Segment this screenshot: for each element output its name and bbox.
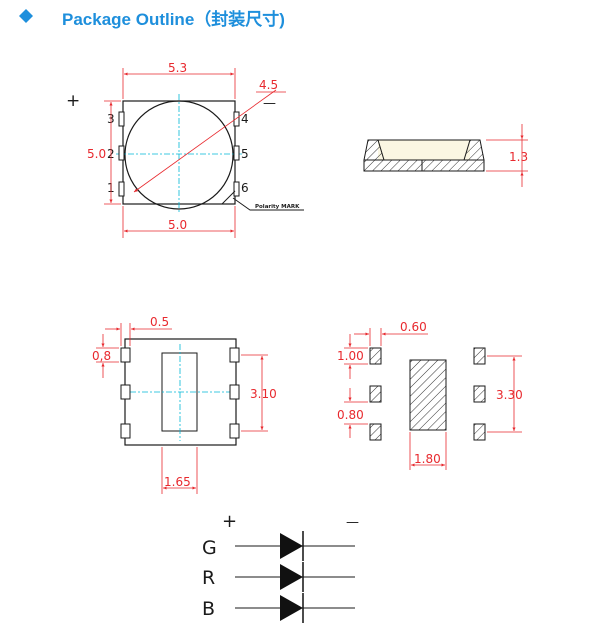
diode-blue: B — [202, 593, 355, 623]
diamond-bullet-icon — [19, 9, 33, 23]
dim-center-width-label: 1.65 — [164, 475, 191, 489]
diode-green: G — [202, 531, 355, 561]
channel-label-g: G — [202, 537, 217, 559]
dim-width-bottom-label: 5.0 — [168, 218, 187, 232]
dim-pad-height-label: 0,8 — [92, 349, 111, 363]
pin-number-4: 4 — [241, 112, 249, 126]
top-view: Polarity MARK 3 2 1 4 5 6 + — 5.3 4.5 5.… — [66, 61, 304, 238]
bottom-pad-1 — [120, 347, 131, 363]
bottom-pad-3 — [120, 423, 131, 439]
pin-tab-1 — [118, 181, 125, 197]
dim-diameter-label: 4.5 — [259, 78, 278, 92]
dim-pad-width-label: 0.5 — [150, 315, 169, 329]
dim-height-left-label: 5.0 — [87, 147, 106, 161]
diode-triangle — [280, 595, 303, 621]
channel-label-r: R — [202, 567, 215, 589]
schematic-minus-sign: — — [346, 515, 359, 530]
dim-fp-gap-label: 0.80 — [337, 408, 364, 422]
schematic-plus-sign: + — [222, 511, 237, 532]
footprint-pad-5 — [473, 385, 486, 403]
side-base — [363, 159, 485, 172]
footprint-pad-3 — [369, 423, 382, 441]
footprint-pad-2 — [369, 385, 382, 403]
footprint-view: 0.60 1.00 0.80 3.30 1.80 — [337, 320, 523, 470]
dim-pitch-label: 3.10 — [250, 387, 277, 401]
bottom-pad-2 — [120, 384, 131, 400]
anode-plus-sign: + — [66, 91, 80, 111]
footprint-pad-1 — [369, 347, 382, 365]
dim-fp-center-width-label: 1.80 — [414, 452, 441, 466]
polarity-leader — [232, 197, 304, 211]
channel-label-b: B — [202, 598, 215, 620]
pin-tab-3 — [118, 111, 125, 127]
package-body — [122, 100, 236, 205]
pin-tab-5 — [233, 145, 240, 161]
diode-triangle — [280, 564, 303, 590]
pin-tab-4 — [233, 111, 240, 127]
bottom-view: 0.5 0,8 3.10 1.65 — [92, 315, 277, 494]
side-view: 1.3 — [363, 124, 528, 187]
footprint-pad-4 — [473, 347, 486, 365]
footprint-center-pad — [409, 359, 447, 431]
schematic: + — G R B — [202, 511, 359, 623]
dim-diameter — [133, 89, 277, 193]
lens-circle — [124, 100, 234, 210]
bottom-pad-6 — [229, 423, 240, 439]
polarity-chamfer — [221, 190, 236, 205]
dim-side-height-label: 1.3 — [509, 150, 528, 164]
footprint-pad-6 — [473, 423, 486, 441]
pin-number-6: 6 — [241, 181, 249, 195]
pin-number-5: 5 — [241, 147, 249, 161]
dim-width-top-label: 5.3 — [168, 61, 187, 75]
dim-fp-span-label: 3.30 — [496, 388, 523, 402]
side-lens-fill — [378, 140, 470, 160]
dim-fp-pad-width-label: 0.60 — [400, 320, 427, 334]
polarity-mark-label: Polarity MARK — [255, 204, 300, 210]
diode-red: R — [202, 562, 355, 592]
cathode-minus-sign: — — [263, 96, 276, 111]
diode-triangle — [280, 533, 303, 559]
bottom-pad-5 — [229, 384, 240, 400]
pin-tab-6 — [233, 181, 240, 197]
page-title: Package Outline（封装尺寸) — [62, 10, 285, 29]
dim-fp-pad-height-label: 1.00 — [337, 349, 364, 363]
section-header: Package Outline（封装尺寸) — [0, 0, 603, 36]
pin-tab-2 — [118, 145, 125, 161]
bottom-pad-4 — [229, 347, 240, 363]
